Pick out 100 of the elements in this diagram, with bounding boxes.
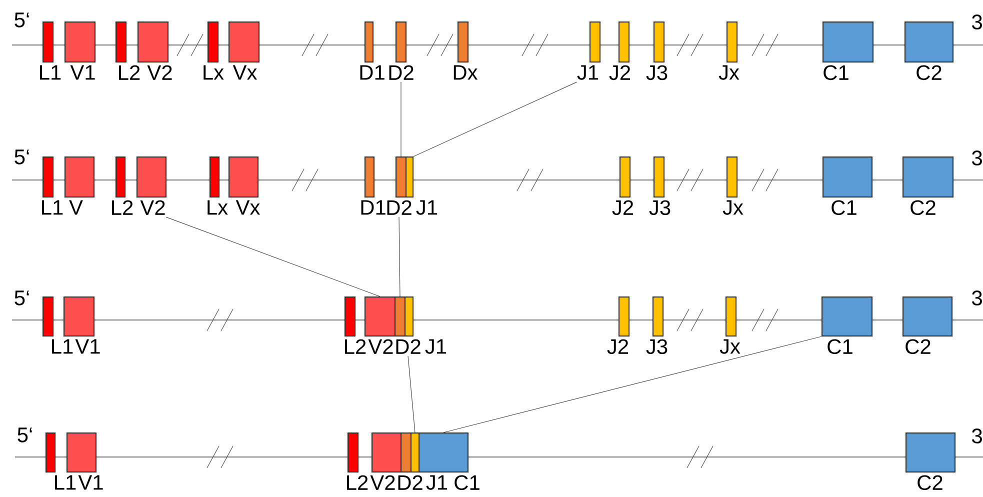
node-label: J1 [577,65,598,80]
connector-line [443,336,822,433]
node-label: D2 [398,475,422,490]
gene-segment: J3 [649,156,670,216]
gene-segment: J3 [646,296,668,354]
connector-line [166,216,380,297]
gene-segment: D2 [398,432,422,490]
node-label: V1 [70,65,95,80]
gene-segment: C2 [902,296,952,354]
node-label: V1 [78,475,103,490]
gene-segment: J1 [577,22,600,80]
node-label: Lx [204,65,224,80]
gene-segment: L2 [344,296,366,354]
gene-segment: Jx [722,156,744,215]
node-label: V [69,200,83,215]
node-label: J1 [416,200,438,215]
node-label: L1 [55,475,76,490]
node-label: Vx [236,200,260,215]
node-label: J3 [646,339,668,354]
gene-segment: D1 [361,156,386,215]
gene-segment: L2 [116,22,140,80]
end-label: 5‘ [14,150,29,164]
gene-segment: D1 [360,22,384,80]
gene-segment: D2 [394,296,420,354]
node-label: J3 [646,65,668,80]
gene-segment: Lx [208,156,228,215]
node-label: D2 [396,339,420,354]
end-label: 3 [972,14,982,30]
node-label: L2 [347,475,368,490]
gene-segment: C2 [906,432,956,490]
node-label: D2 [387,200,412,215]
gene-segment: J2 [612,156,634,216]
node-label: J1 [425,339,446,354]
node-label: C2 [906,339,930,354]
gene-segment: Jx [718,22,740,80]
node-label: C2 [916,65,942,80]
gene-segment: L2 [112,156,133,215]
end-label: 3 [972,150,982,166]
node-label: Jx [720,339,740,354]
end-label: 5‘ [18,428,32,442]
node-label: D2 [389,65,414,80]
gene-segment: L1 [42,156,63,215]
gene-segment: V2 [364,296,396,354]
end-label: 3 [972,290,982,306]
node-label: L1 [40,65,61,80]
node-label: J3 [649,200,670,216]
node-label: V2 [370,475,395,490]
connector-line [398,216,400,297]
node-label: C1 [832,200,856,216]
gene-segment: Vx [228,156,260,215]
gene-segment: D2 [387,156,412,215]
gene-segment: Jx [720,296,740,354]
gene-segment: L1 [46,432,76,490]
node-label: V2 [140,200,165,215]
gene-segment: L2 [347,432,368,490]
node-label: L1 [52,339,73,354]
node-label: L2 [345,339,366,354]
node-label: Dx [454,65,478,80]
gene-segment: C1 [822,156,872,216]
node-label: J2 [612,200,634,216]
gene-segment: D2 [389,22,414,80]
node-label: L2 [112,200,133,215]
gene-segment: J3 [646,22,668,80]
gene-segment: J2 [607,296,630,354]
node-label: Jx [718,65,740,80]
node-label: C1 [454,475,480,490]
node-label: C2 [918,475,942,490]
node-label: C2 [910,200,936,216]
gene-segment: J2 [609,22,630,80]
gene-segment: V1 [64,22,96,80]
node-label: V1 [75,339,100,354]
node-label: Jx [722,200,744,215]
connector-line [413,82,578,157]
end-label: 5‘ [14,290,29,306]
node-label: J2 [609,65,630,80]
node-label: D1 [361,200,386,215]
gene-segment: C2 [904,22,954,80]
node-label: D1 [360,65,384,80]
node-label: V2 [147,65,172,80]
gene-segment: V [64,156,94,215]
gene-segment: C2 [902,156,954,216]
end-label: 5‘ [14,12,29,28]
gene-segment: Vx [228,22,260,80]
end-label: 3 [972,428,982,444]
connector-line [400,82,402,157]
gene-segment: C1 [822,296,872,354]
node-label: Vx [232,65,258,80]
gene-segment: Dx [454,22,478,80]
node-label: L1 [42,200,63,215]
gene-segment: C1 [822,22,874,80]
node-label: J1 [426,475,448,490]
gene-segment: L1 [40,22,61,80]
node-label: C1 [824,65,848,80]
connector-line [408,356,416,433]
node-label: V2 [368,339,393,354]
gene-segment: V2 [136,156,166,215]
node-label: L2 [119,65,140,80]
node-label: Lx [208,200,228,215]
node-label: J2 [607,339,628,354]
node-label: C1 [828,339,852,354]
